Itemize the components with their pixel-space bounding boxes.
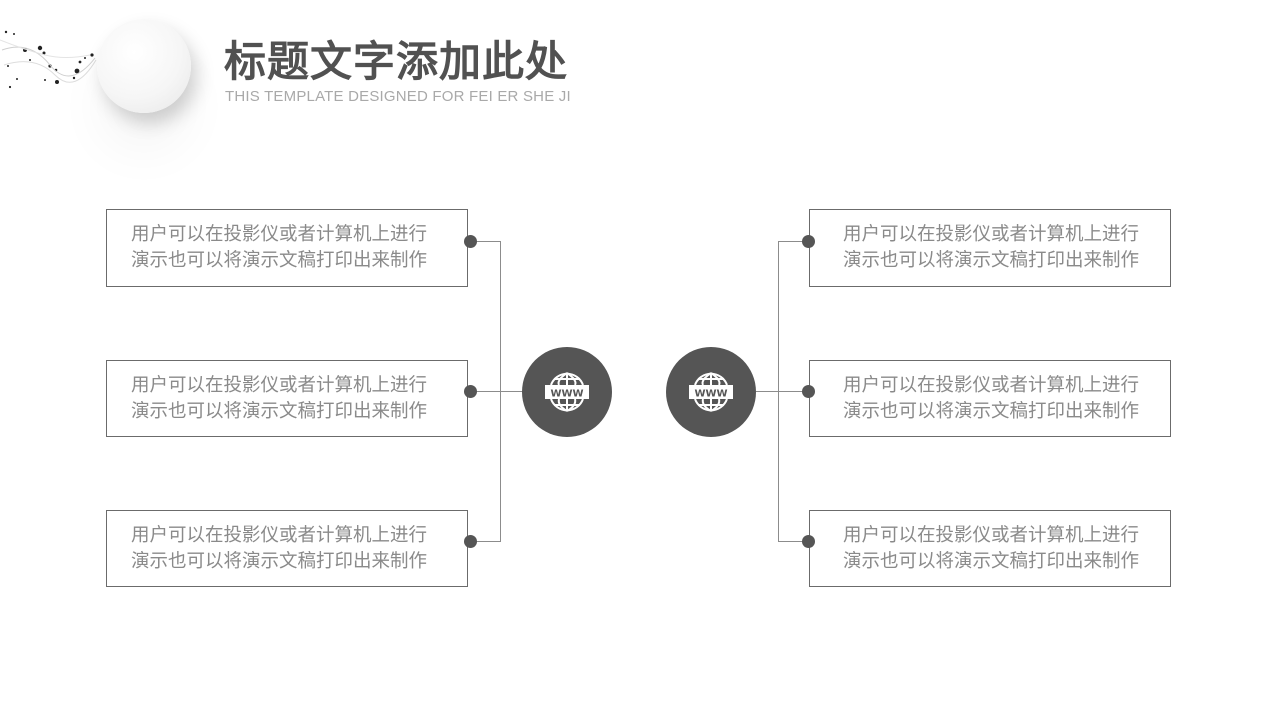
right-text-box-3: 用户可以在投影仪或者计算机上进行 演示也可以将演示文稿打印出来制作	[809, 510, 1171, 587]
box-text-line: 演示也可以将演示文稿打印出来制作	[131, 550, 428, 572]
decorative-circle	[97, 19, 191, 113]
box-text-line: 演示也可以将演示文稿打印出来制作	[843, 550, 1140, 572]
ink-splash-decoration	[0, 30, 97, 89]
page-subtitle: THIS TEMPLATE DESIGNED FOR FEI ER SHE JI	[225, 88, 571, 105]
left-text-box-1: 用户可以在投影仪或者计算机上进行 演示也可以将演示文稿打印出来制作	[106, 209, 468, 287]
box-text-line: 演示也可以将演示文稿打印出来制作	[843, 400, 1140, 422]
box-text-line: 用户可以在投影仪或者计算机上进行	[843, 374, 1140, 396]
left-connector-bottom	[470, 541, 501, 542]
right-text-box-2: 用户可以在投影仪或者计算机上进行 演示也可以将演示文稿打印出来制作	[809, 360, 1171, 437]
left-connector-dot-3	[464, 535, 477, 548]
right-connector-dot-3	[802, 535, 815, 548]
right-connector-dot-2	[802, 385, 815, 398]
box-text-line: 用户可以在投影仪或者计算机上进行	[131, 224, 428, 245]
box-text-line: 用户可以在投影仪或者计算机上进行	[843, 524, 1140, 546]
left-connector-top	[470, 241, 501, 242]
www-globe-icon: WWW	[545, 372, 589, 412]
www-globe-icon: WWW	[689, 372, 733, 412]
left-connector-dot-2	[464, 385, 477, 398]
right-text-box-1: 用户可以在投影仪或者计算机上进行 演示也可以将演示文稿打印出来制作	[809, 209, 1171, 287]
box-text-line: 演示也可以将演示文稿打印出来制作	[131, 400, 428, 422]
svg-text:WWW: WWW	[550, 389, 583, 400]
right-connector-bottom	[778, 541, 809, 542]
right-connector-middle	[756, 391, 809, 392]
page-title: 标题文字添加此处	[224, 37, 569, 86]
right-connector-dot-1	[802, 235, 815, 248]
svg-text:WWW: WWW	[694, 389, 727, 400]
box-text-line: 用户可以在投影仪或者计算机上进行	[131, 524, 428, 546]
right-hub-circle: WWW	[666, 347, 756, 437]
box-text-line: 用户可以在投影仪或者计算机上进行	[131, 374, 428, 396]
left-text-box-3: 用户可以在投影仪或者计算机上进行 演示也可以将演示文稿打印出来制作	[106, 510, 468, 587]
left-connector-dot-1	[464, 235, 477, 248]
left-connector-middle	[470, 391, 523, 392]
left-text-box-2: 用户可以在投影仪或者计算机上进行 演示也可以将演示文稿打印出来制作	[106, 360, 468, 437]
left-hub-circle: WWW	[522, 347, 612, 437]
box-text-line: 用户可以在投影仪或者计算机上进行	[843, 224, 1140, 245]
box-text-line: 演示也可以将演示文稿打印出来制作	[843, 250, 1140, 271]
box-text-line: 演示也可以将演示文稿打印出来制作	[131, 250, 428, 271]
right-connector-top	[778, 241, 809, 242]
